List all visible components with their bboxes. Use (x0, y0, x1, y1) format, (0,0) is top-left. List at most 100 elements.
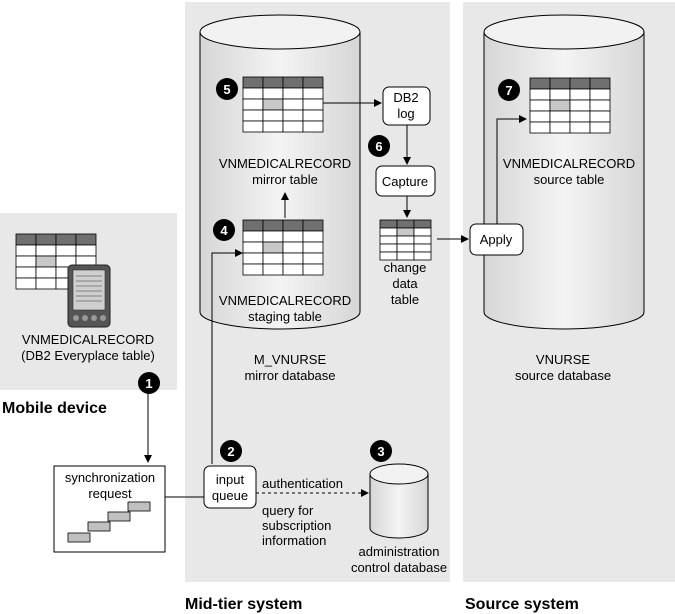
table-cell (569, 110, 591, 123)
table-cell (302, 219, 324, 232)
table-cell (242, 219, 264, 232)
authentication-label: authentication (262, 476, 343, 491)
table-cell (589, 110, 611, 123)
table-cell (35, 277, 57, 290)
table-cell (282, 109, 304, 122)
table-cell (569, 121, 591, 134)
table-cell (302, 120, 324, 133)
table-cell (413, 227, 432, 237)
admin-db-sublabel: control database (351, 560, 447, 575)
query-label-1: query for (262, 503, 314, 518)
table-cell (549, 77, 571, 90)
table-cell (529, 99, 551, 112)
table-cell (282, 98, 304, 111)
table-cell (242, 230, 264, 243)
table-cell (379, 227, 398, 237)
table-cell (302, 263, 324, 276)
change-data-table-icon (379, 219, 432, 261)
midtier-heading: Mid-tier system (185, 596, 302, 613)
table-cell (282, 263, 304, 276)
table-cell (282, 120, 304, 133)
table-cell (529, 110, 551, 123)
step-6-badge: 6 (368, 135, 390, 157)
table-cell (242, 76, 264, 89)
staging-table-icon (242, 219, 324, 276)
table-cell (529, 121, 551, 134)
table-cell (15, 233, 37, 246)
source-system-heading: Source system (465, 596, 579, 613)
mirror-table-label: VNMEDICALRECORD (219, 156, 351, 171)
db2-log-sublabel: log (397, 106, 414, 121)
table-cell (35, 233, 57, 246)
table-cell (302, 241, 324, 254)
svg-text:2: 2 (227, 444, 234, 459)
source-table-sublabel: source table (534, 172, 605, 187)
table-cell (262, 252, 284, 265)
apply-label: Apply (480, 232, 513, 247)
query-label-2: subscription (262, 518, 331, 533)
table-cell (15, 277, 37, 290)
source-table-icon (529, 77, 611, 134)
input-queue-sublabel: queue (212, 488, 248, 503)
handheld-device-icon (67, 264, 111, 328)
step-3-badge: 3 (370, 440, 392, 462)
change-data-label-3: table (391, 292, 419, 307)
svg-text:1: 1 (145, 376, 152, 391)
table-cell (242, 120, 264, 133)
sync-request-label: synchronization (65, 470, 155, 485)
table-cell (589, 77, 611, 90)
table-cell (379, 235, 398, 245)
connectors (144, 99, 527, 498)
table-cell (379, 219, 398, 229)
mobile-table-label: VNMEDICALRECORD (22, 332, 154, 347)
table-cell (262, 230, 284, 243)
table-cell (529, 88, 551, 101)
svg-text:5: 5 (223, 82, 230, 97)
table-cell (282, 241, 304, 254)
table-cell (262, 109, 284, 122)
step-1-badge: 1 (138, 372, 160, 394)
table-cell (529, 77, 551, 90)
table-cell (282, 219, 304, 232)
staging-table-label: VNMEDICALRECORD (219, 293, 351, 308)
source-db-sublabel: source database (515, 368, 611, 383)
table-cell (242, 87, 264, 100)
table-cell (35, 255, 57, 268)
change-data-label-1: change (384, 260, 427, 275)
table-cell (242, 109, 264, 122)
table-cell (262, 87, 284, 100)
mirror-db-sublabel: mirror database (244, 368, 335, 383)
table-cell (396, 235, 415, 245)
table-cell (549, 121, 571, 134)
sync-staircase-icon (67, 501, 151, 543)
table-cell (379, 251, 398, 261)
svg-text:7: 7 (505, 83, 512, 98)
table-cell (35, 266, 57, 279)
table-cell (549, 99, 571, 112)
table-cell (396, 219, 415, 229)
table-cell (396, 251, 415, 261)
table-cell (413, 219, 432, 229)
table-cell (55, 233, 77, 246)
db2-log-label: DB2 (393, 90, 418, 105)
step-2-badge: 2 (220, 440, 242, 462)
admin-database-cylinder (369, 463, 429, 539)
mirror-db-label: M_VNURSE (254, 352, 327, 367)
table-cell (15, 266, 37, 279)
table-cell (549, 88, 571, 101)
table-cell (262, 120, 284, 133)
admin-db-label: administration (359, 544, 440, 559)
mobile-device-heading: Mobile device (2, 400, 107, 417)
table-cell (75, 244, 97, 257)
table-cell (262, 98, 284, 111)
table-cell (282, 230, 304, 243)
step-5-badge: 5 (216, 78, 238, 100)
table-cell (242, 98, 264, 111)
svg-text:4: 4 (220, 223, 228, 238)
table-cell (589, 88, 611, 101)
table-cell (379, 243, 398, 253)
svg-text:3: 3 (377, 444, 384, 459)
table-cell (262, 76, 284, 89)
table-cell (396, 227, 415, 237)
table-cell (589, 121, 611, 134)
